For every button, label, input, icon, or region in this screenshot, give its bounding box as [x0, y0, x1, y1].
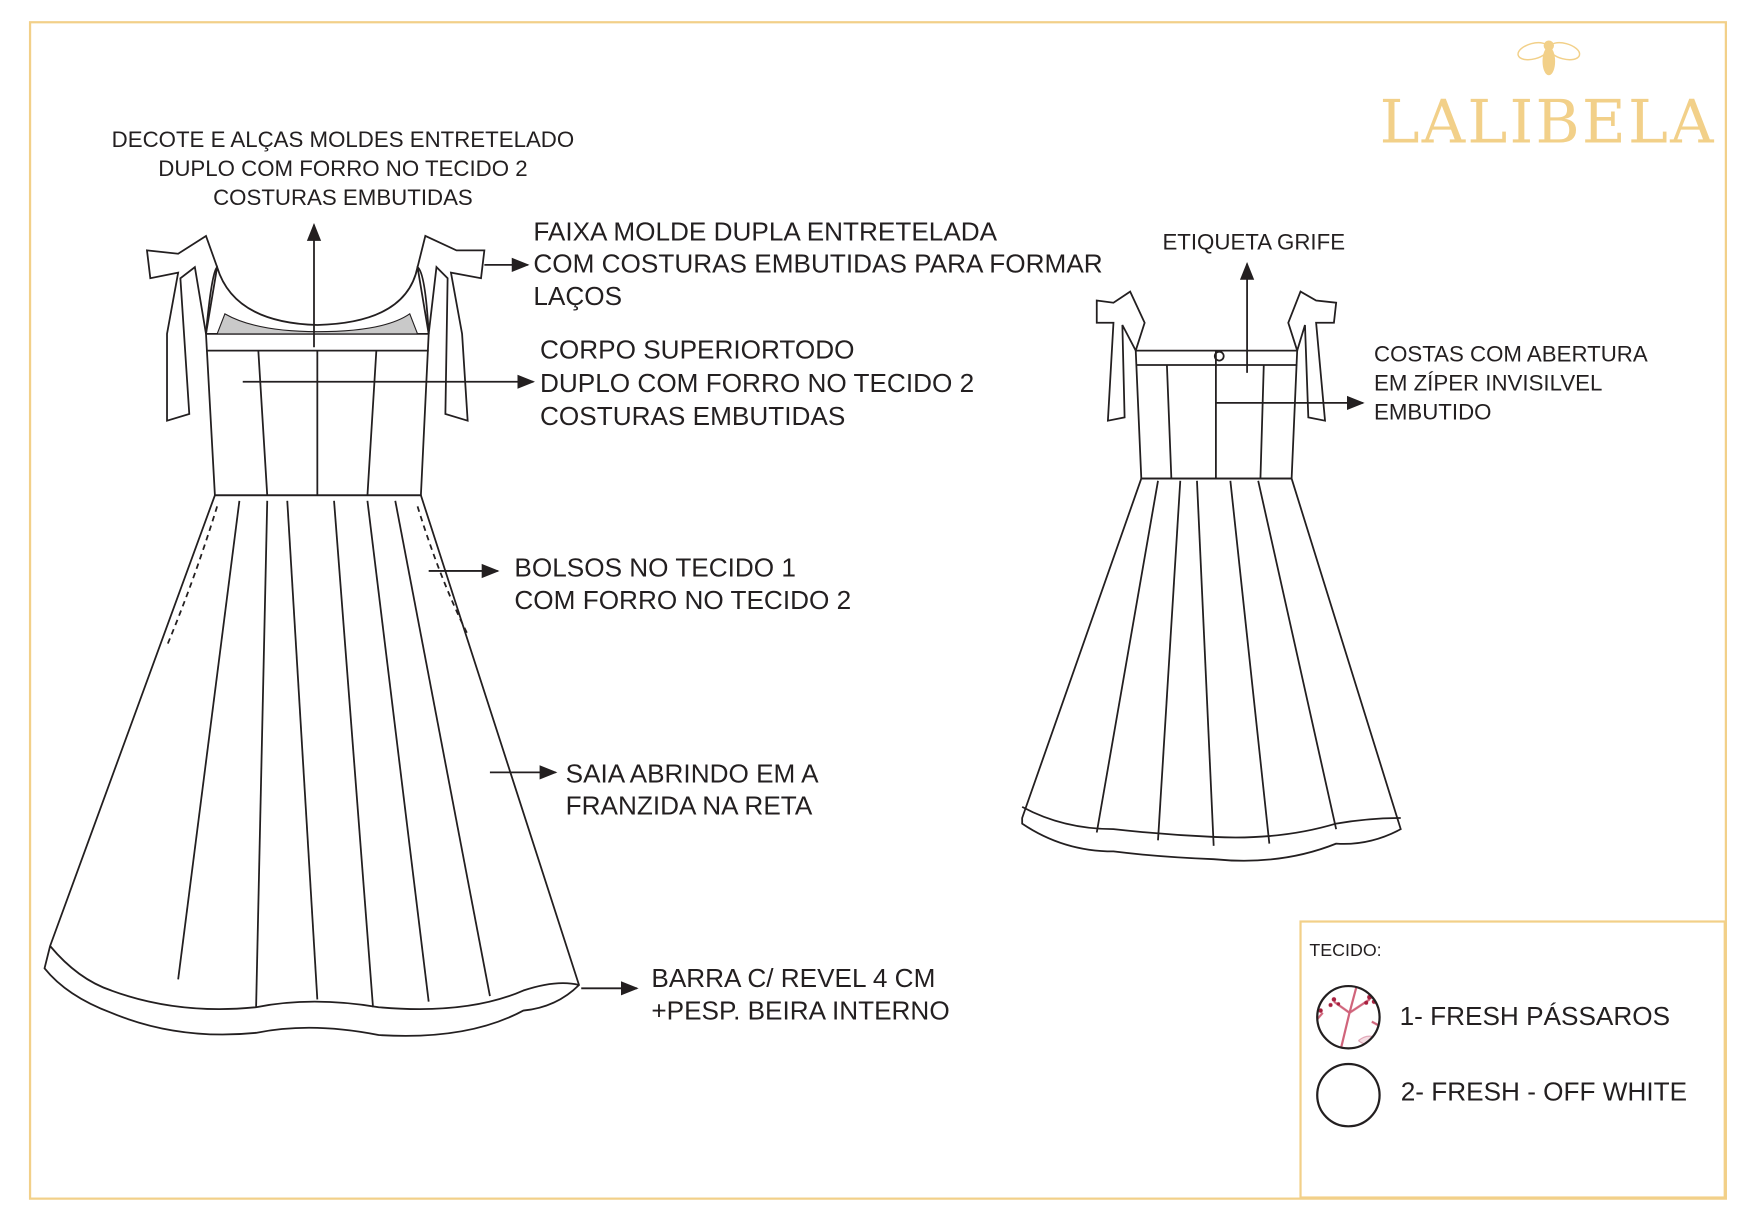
back-left-bow [1095, 290, 1146, 422]
annotation-line: DUPLO COM FORRO NO TECIDO 2 [540, 368, 974, 398]
front-left-bow [145, 234, 219, 422]
annotation-arrows [242, 223, 1365, 996]
fabric-legend: TECIDO: 1- FRESH PÁSSAROS 2- FRESH - OFF… [1299, 920, 1726, 1199]
annotation-label: ETIQUETA GRIFE [1162, 229, 1345, 254]
front-right-bow [416, 234, 486, 422]
annotation-bodice: CORPO SUPERIORTODO DUPLO COM FORRO NO TE… [540, 334, 974, 431]
annotation-line: CORPO SUPERIORTODO [540, 334, 854, 364]
swatch-plain [1316, 1062, 1381, 1128]
annotation-line: LAÇOS [533, 281, 622, 311]
sheet-frame [28, 21, 1727, 1200]
legend-item-label: 1- FRESH PÁSSAROS [1400, 1001, 1670, 1031]
annotation-line: FRANZIDA NA RETA [566, 791, 813, 821]
annotation-line: EMBUTIDO [1374, 400, 1491, 425]
annotation-line: COSTAS COM ABERTURA [1374, 342, 1648, 367]
back-dress-drawing [1021, 290, 1402, 862]
annotation-pockets: BOLSOS NO TECIDO 1 COM FORRO NO TECIDO 2 [514, 553, 851, 615]
back-skirt [1021, 477, 1402, 862]
annotation-line: COSTURAS EMBUTIDAS [213, 185, 473, 210]
annotation-line: COM COSTURAS EMBUTIDAS PARA FORMAR [533, 249, 1102, 279]
front-skirt [43, 494, 581, 1037]
legend-title: TECIDO: [1309, 940, 1381, 960]
swatch-floral-print [1316, 984, 1381, 1050]
annotation-neckline: DECOTE E ALÇAS MOLDES ENTRETELADO DUPLO … [112, 127, 575, 210]
annotation-line: BARRA C/ REVEL 4 CM [651, 963, 935, 993]
annotation-straps: FAIXA MOLDE DUPLA ENTRETELADA COM COSTUR… [533, 216, 1102, 311]
annotation-line: BOLSOS NO TECIDO 1 [514, 553, 796, 583]
annotation-line: DUPLO COM FORRO NO TECIDO 2 [158, 156, 527, 181]
back-bodice [1134, 349, 1299, 480]
annotation-line: EM ZÍPER INVISILVEL [1374, 371, 1602, 396]
brand-logo: LALIBELA [1380, 40, 1716, 157]
bee-icon [1517, 40, 1581, 76]
legend-item-label: 2- FRESH - OFF WHITE [1401, 1077, 1687, 1107]
annotation-skirt: SAIA ABRINDO EM A FRANZIDA NA RETA [566, 758, 820, 820]
back-right-bow [1287, 290, 1338, 422]
annotation-hem: BARRA C/ REVEL 4 CM +PESP. BEIRA INTERNO [651, 963, 949, 1025]
annotation-line: COM FORRO NO TECIDO 2 [514, 585, 851, 615]
annotation-back: COSTAS COM ABERTURA EM ZÍPER INVISILVEL … [1374, 342, 1648, 425]
annotation-line: +PESP. BEIRA INTERNO [651, 995, 949, 1025]
annotation-line: COSTURAS EMBUTIDAS [540, 401, 845, 431]
annotation-line: DECOTE E ALÇAS MOLDES ENTRETELADO [112, 127, 575, 152]
annotation-line: SAIA ABRINDO EM A [566, 758, 820, 788]
front-dress-drawing [43, 234, 581, 1037]
annotation-line: FAIXA MOLDE DUPLA ENTRETELADA [533, 216, 997, 246]
brand-name: LALIBELA [1380, 87, 1716, 157]
